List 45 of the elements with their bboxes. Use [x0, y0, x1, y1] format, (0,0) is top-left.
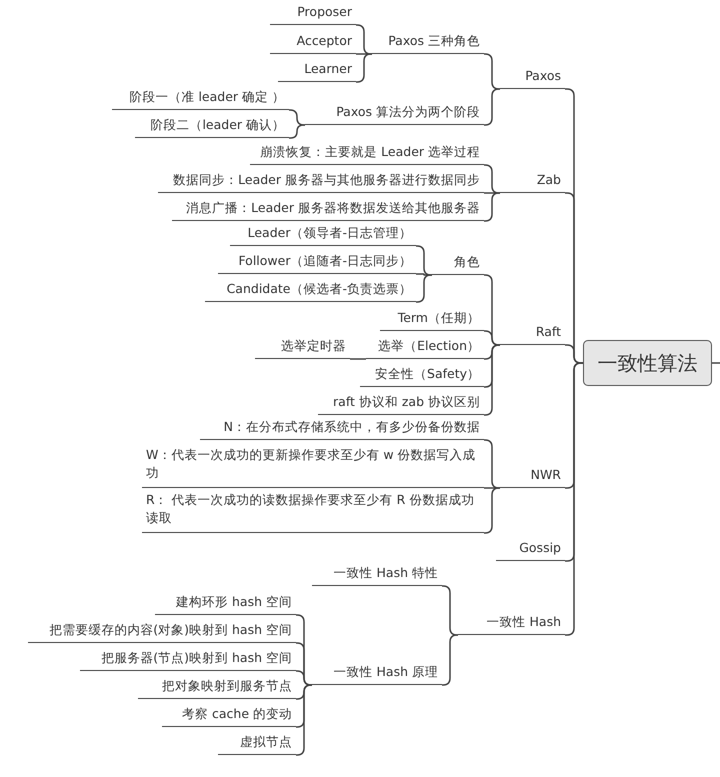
topic-label: R： 代表一次成功的读数据操作要求至少有 R 份数据成功读取: [142, 491, 484, 533]
topic-label: raft 协议和 zab 协议区别: [318, 393, 484, 415]
topic-label: 阶段二（leader 确认）: [135, 116, 289, 138]
topic-label: 数据同步：Leader 服务器与其他服务器进行数据同步: [158, 171, 484, 193]
connector-line: [296, 670, 312, 686]
topic-label: N：在分布式存储系统中，有多少份备份数据: [200, 418, 484, 440]
topic-label: 考察 cache 的变动: [162, 705, 296, 727]
topic-label: Paxos: [500, 67, 565, 89]
connector-line: [288, 109, 306, 126]
topic-label: Candidate（候选者-负责选票）: [205, 280, 416, 302]
topic-label: 一致性 Hash 特性: [312, 564, 442, 586]
topic-label: Follower（追随者-日志同步）: [218, 252, 416, 274]
topic-label: Paxos 算法分为两个阶段: [305, 103, 484, 125]
topic-label: 消息广播：Leader 服务器将数据发送给其他服务器: [172, 199, 484, 221]
topic-label: 一致性 Hash: [458, 613, 565, 635]
topic-label: 角色: [432, 253, 484, 275]
topic-label: Proposer: [270, 3, 356, 25]
topic-label: 一致性 Hash 原理: [312, 663, 442, 685]
connector-line: [565, 344, 583, 364]
connector-line: [712, 362, 720, 364]
topic-label: 把对象映射到服务节点: [138, 677, 296, 699]
topic-label: Paxos 三种角色: [372, 32, 484, 54]
topic-label: 选举（Election）: [366, 337, 484, 359]
topic-label: Zab: [500, 171, 565, 193]
topic-label: 把需要缓存的内容(对象)映射到 hash 空间: [28, 621, 296, 643]
connector-line: [350, 358, 366, 360]
topic-label: Leader（领导者-日志管理）: [230, 224, 416, 246]
topic-label: NWR: [500, 466, 565, 488]
topic-label: Term（任期）: [380, 309, 484, 331]
topic-label: Raft: [500, 323, 565, 345]
topic-label: 阶段一（准 leader 确定 ）: [112, 88, 289, 110]
topic-label: Learner: [278, 60, 356, 82]
connector-line: [484, 330, 500, 346]
topic-label: Gossip: [496, 539, 565, 561]
connector-line: [564, 362, 584, 636]
topic-label: Acceptor: [270, 32, 356, 54]
topic-label: 选举定时器: [255, 337, 350, 359]
topic-label: 建构环形 hash 空间: [155, 593, 296, 615]
topic-label: 安全性（Safety）: [360, 365, 484, 387]
topic-label: 崩溃恢复：主要就是 Leader 选举过程: [250, 143, 484, 165]
topic-label: 虚拟节点: [218, 733, 296, 755]
central-topic: 一致性算法: [583, 340, 712, 386]
topic-label: W：代表一次成功的更新操作要求至少有 w 份数据写入成功: [142, 446, 484, 488]
topic-label: 把服务器(节点)映射到 hash 空间: [80, 649, 296, 671]
connector-line: [289, 124, 305, 139]
